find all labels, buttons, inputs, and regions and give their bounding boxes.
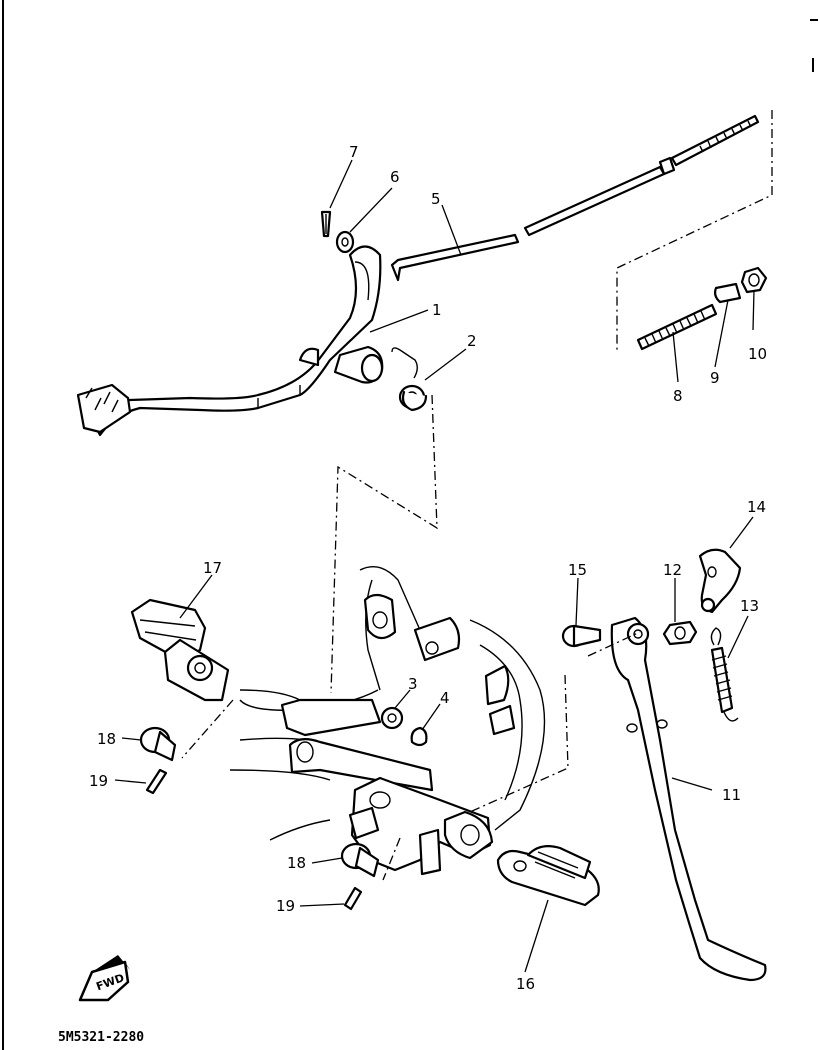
footrest-left	[130, 598, 230, 702]
sidestand-bolt	[561, 624, 602, 648]
callout-15: 15	[568, 561, 587, 579]
callout-12: 12	[663, 561, 682, 579]
callout-5: 5	[431, 190, 441, 208]
callout-8: 8	[673, 387, 683, 405]
cotter-bolt-upper	[145, 768, 168, 795]
callout-3: 3	[408, 675, 418, 693]
brake-pedal	[76, 245, 382, 437]
assembly-lines	[181, 110, 773, 881]
sidestand	[610, 616, 767, 982]
cotter-bolt-lower	[343, 886, 363, 911]
leader-lines	[114, 159, 755, 973]
pivot-washer	[380, 706, 404, 730]
footrest-pin-lower	[340, 842, 380, 878]
callout-19-upper: 19	[89, 772, 108, 790]
callout-19-lower: 19	[276, 897, 295, 915]
circlip	[410, 726, 428, 747]
pivot-collar	[333, 345, 384, 384]
footrest-right	[496, 845, 600, 907]
callout-4: 4	[440, 689, 450, 707]
drawing-code: 5M5321-2280	[58, 1030, 144, 1045]
frame-section	[229, 566, 546, 876]
footrest-pin-upper	[139, 726, 177, 762]
callout-14: 14	[747, 498, 766, 516]
return-spring	[391, 347, 428, 412]
callout-6: 6	[390, 168, 400, 186]
callout-2: 2	[467, 332, 477, 350]
sidestand-nut	[662, 620, 698, 646]
callout-18-lower: 18	[287, 854, 306, 872]
callout-1: 1	[432, 301, 442, 319]
callout-17: 17	[203, 559, 222, 577]
fwd-arrow-icon: FWD	[78, 955, 130, 1002]
callout-16: 16	[516, 975, 535, 993]
callout-11: 11	[722, 786, 741, 804]
callout-7: 7	[349, 143, 359, 161]
brake-rod	[390, 114, 760, 282]
callouts: 1 2 3 4 5 6 7 8 9 10 11 12 13 14 15 16 1…	[89, 143, 767, 993]
callout-18-upper: 18	[97, 730, 116, 748]
cotter-pin	[320, 210, 332, 238]
callout-9: 9	[710, 369, 720, 387]
callout-10: 10	[748, 345, 767, 363]
brake-rod-spring	[636, 303, 718, 351]
brake-rod-joint	[714, 282, 742, 304]
washer-6	[335, 230, 355, 254]
sidestand-spring	[710, 627, 739, 722]
adjusting-nut	[740, 266, 768, 294]
spring-hook-bracket	[698, 548, 742, 614]
callout-13: 13	[740, 597, 759, 615]
